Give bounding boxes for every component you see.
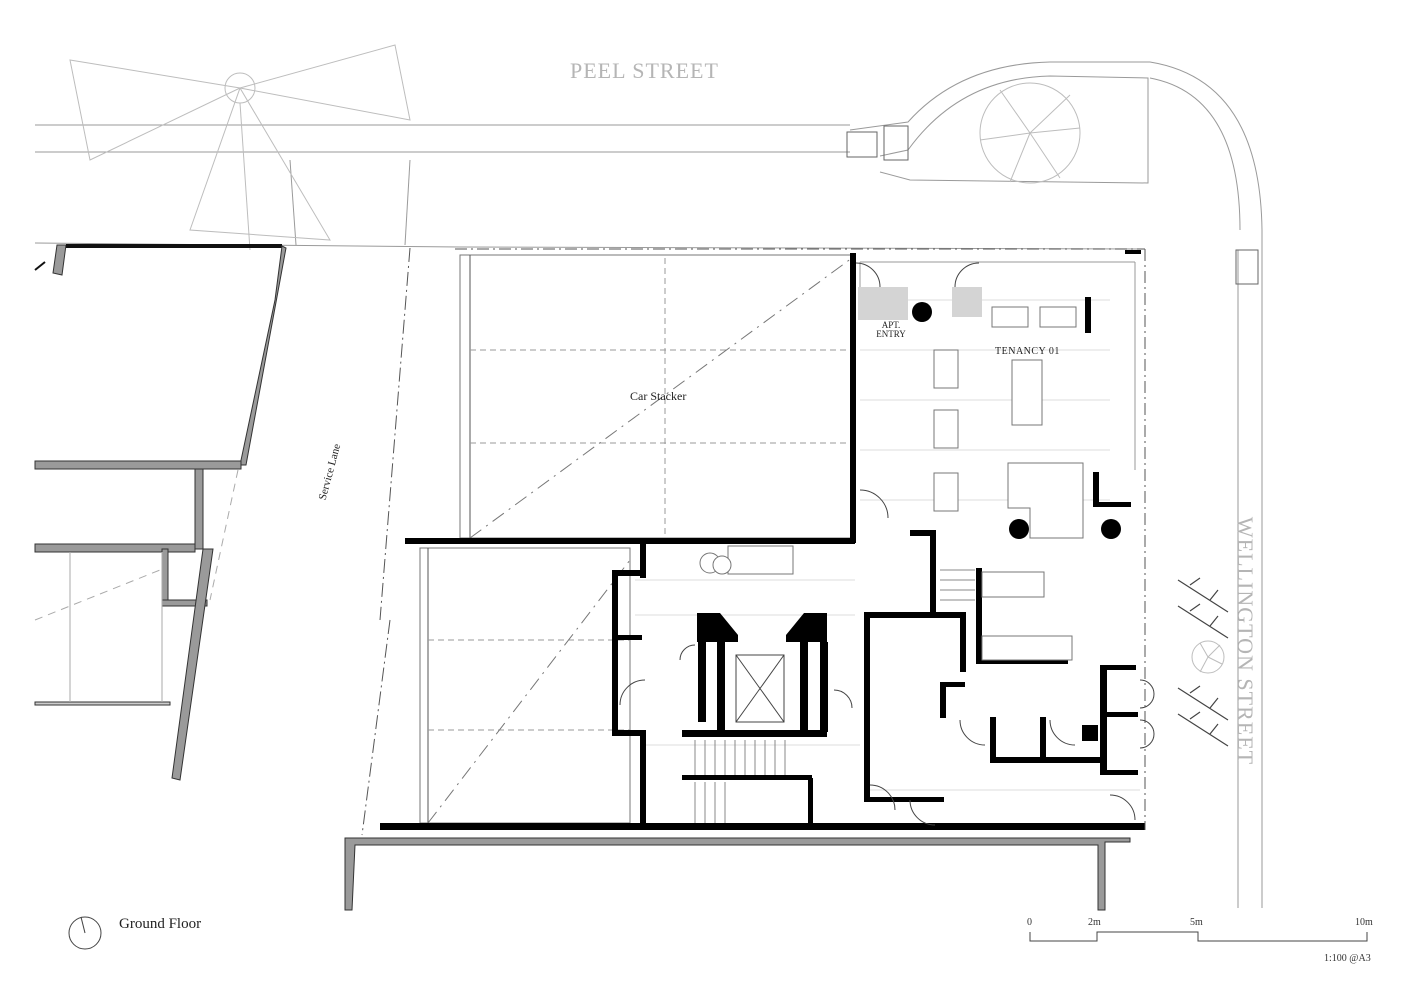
column [912, 302, 1121, 539]
scale-tick-10m: 10m [1355, 917, 1373, 928]
tree-icon [69, 44, 411, 251]
floor-tiles [635, 299, 1140, 791]
tree-icon [1191, 640, 1225, 674]
neighbour-building [34, 244, 287, 781]
scale-tick-0: 0 [1027, 917, 1032, 928]
street-context [34, 61, 1263, 908]
room-label-car-stacker: Car Stacker [630, 389, 687, 403]
lift-shaft [735, 654, 785, 723]
furniture [699, 306, 1084, 661]
stairs [694, 569, 975, 823]
walls [380, 250, 1145, 830]
scale-bar [1029, 931, 1368, 942]
room-label-tenancy: TENANCY 01 [995, 346, 1060, 357]
apt-entry-line2: ENTRY [876, 329, 906, 339]
scale-tick-5m: 5m [1190, 917, 1203, 928]
tree-icon [979, 82, 1081, 184]
scale-ratio: 1:100 @A3 [1324, 953, 1371, 964]
bicycle-rack-icon [1177, 577, 1229, 747]
car-stacker-area-lower [419, 547, 631, 824]
north-arrow-icon [68, 916, 102, 950]
drawing-title: Ground Floor [119, 916, 202, 932]
room-label-apt-entry: APT. ENTRY [866, 321, 916, 339]
street-label-peel: PEEL STREET [570, 58, 719, 83]
apt-entry-line1: APT. [881, 320, 901, 330]
scale-tick-2m: 2m [1088, 917, 1101, 928]
street-label-wellington: WELLINGTON STREET [1233, 516, 1258, 766]
door-swing [619, 262, 1155, 826]
